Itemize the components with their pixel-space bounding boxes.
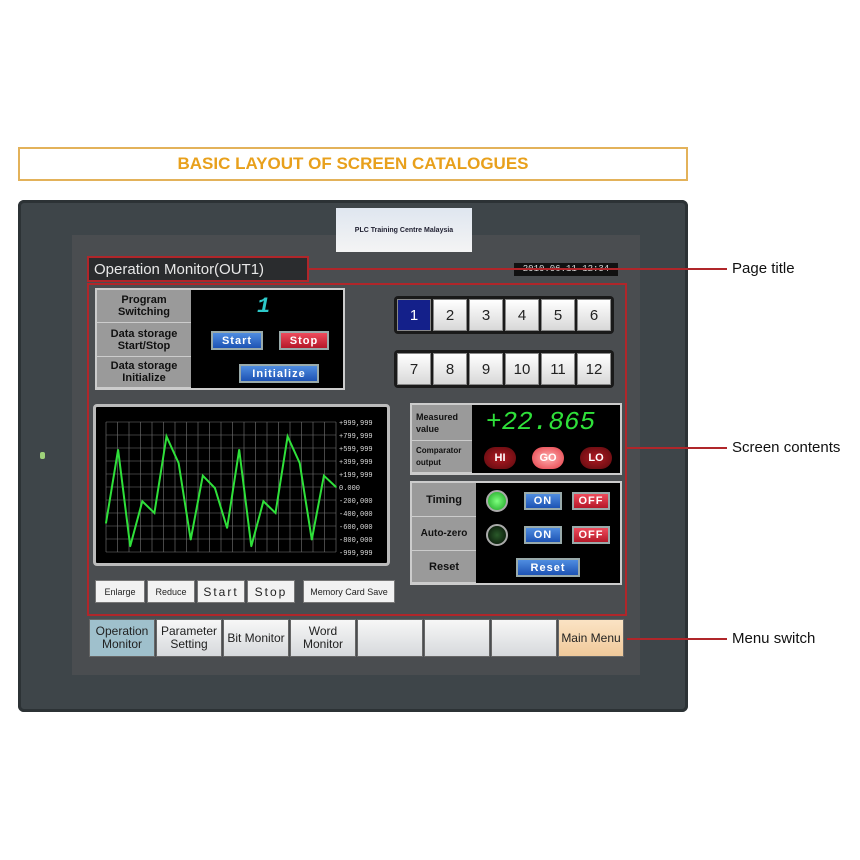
menu-item-empty-5[interactable]	[424, 619, 490, 657]
measured-label: Measured value	[412, 405, 472, 441]
program-button-8[interactable]: 8	[433, 353, 467, 385]
menu-switch-pointer	[627, 638, 727, 640]
storage-label: Data storage Start/Stop	[97, 323, 191, 357]
comparator-go: GO	[532, 447, 564, 469]
data-point	[177, 462, 180, 464]
reset-button[interactable]: Reset	[516, 558, 580, 577]
y-tick-label: 0.000	[339, 485, 360, 493]
data-point	[250, 545, 253, 548]
timing-on-button[interactable]: ON	[524, 492, 562, 510]
logo: PLC Training Centre Malaysia	[336, 208, 472, 252]
program-button-7[interactable]: 7	[397, 353, 431, 385]
menu-item-main-menu[interactable]: Main Menu	[558, 619, 624, 657]
control-panel: Timing ON OFF Auto-zero ON OFF Reset Res…	[410, 481, 622, 585]
program-button-1[interactable]: 1	[397, 299, 431, 331]
graph-button-start[interactable]: Start	[197, 580, 245, 603]
data-point	[129, 545, 132, 548]
screen-contents-pointer	[627, 447, 727, 449]
measured-panel: Measured value +22.865 Comparator output…	[410, 403, 622, 475]
data-point	[189, 538, 192, 541]
autozero-label: Auto-zero	[412, 517, 476, 551]
autozero-lamp-icon	[486, 524, 508, 546]
timing-lamp-icon	[486, 490, 508, 512]
trend-chart: +999,999 +799,999 +599,999 +399,999 +199,999…	[105, 420, 373, 558]
program-display[interactable]: 1	[257, 294, 271, 319]
program-button-12[interactable]: 12	[577, 353, 611, 385]
y-tick-label: -200,000	[339, 498, 373, 506]
data-point	[286, 435, 289, 438]
comparator-hi: HI	[484, 447, 516, 469]
y-tick-label: +799,999	[339, 433, 373, 441]
menu-item-empty-4[interactable]	[357, 619, 423, 657]
series-line-measured	[105, 432, 337, 547]
data-point	[117, 448, 119, 451]
reset-label: Reset	[412, 551, 476, 583]
program-button-2[interactable]: 2	[433, 299, 467, 331]
storage-stop-button[interactable]: Stop	[279, 331, 329, 350]
data-point	[202, 474, 204, 477]
y-tick-label: +599,999	[339, 446, 373, 454]
menu-item-parameter-setting[interactable]: Parameter Setting	[156, 619, 222, 657]
y-tick-label: +199,999	[339, 472, 373, 480]
data-point	[335, 486, 337, 488]
y-tick-label: -600,000	[339, 524, 373, 532]
data-point	[214, 487, 216, 489]
data-point	[310, 538, 313, 541]
annotation-screen-contents: Screen contents	[732, 439, 841, 456]
program-button-3[interactable]: 3	[469, 299, 503, 331]
menu-item-word-monitor[interactable]: Word Monitor	[290, 619, 356, 657]
timing-off-button[interactable]: OFF	[572, 492, 610, 510]
data-point	[105, 522, 107, 524]
data-point	[153, 512, 156, 514]
page-title-pointer	[309, 268, 727, 270]
program-button-11[interactable]: 11	[541, 353, 575, 385]
data-point	[238, 448, 240, 451]
data-point	[165, 435, 168, 438]
initialize-button[interactable]: Initialize	[239, 364, 319, 383]
y-tick-label: -999,999	[339, 550, 373, 558]
graph-button-enlarge[interactable]: Enlarge	[95, 580, 145, 603]
data-point	[274, 512, 277, 514]
screen-page-title: Operation Monitor(OUT1)	[87, 256, 309, 282]
data-point	[141, 500, 144, 503]
trend-graph: +999,999 +799,999 +599,999 +399,999 +199,999…	[93, 404, 390, 566]
data-point	[323, 474, 325, 477]
y-tick-label: -800,000	[339, 537, 373, 545]
measured-value: +22.865	[486, 407, 596, 437]
program-button-5[interactable]: 5	[541, 299, 575, 331]
program-button-4[interactable]: 4	[505, 299, 539, 331]
y-tick-label: +999,999	[339, 420, 373, 428]
y-tick-label: -400,000	[339, 511, 373, 519]
autozero-off-button[interactable]: OFF	[572, 526, 610, 544]
program-button-6[interactable]: 6	[577, 299, 611, 331]
program-table: Program Switching 1 Data storage Start/S…	[95, 288, 345, 390]
annotation-page-title: Page title	[732, 260, 795, 277]
annotation-menu-switch: Menu switch	[732, 630, 816, 647]
storage-start-button[interactable]: Start	[211, 331, 263, 350]
power-led	[40, 452, 45, 459]
y-tick-label: +399,999	[339, 459, 373, 467]
menu-item-bit-monitor[interactable]: Bit Monitor	[223, 619, 289, 657]
screen-contents-frame	[87, 283, 627, 616]
autozero-on-button[interactable]: ON	[524, 526, 562, 544]
program-button-9[interactable]: 9	[469, 353, 503, 385]
menu-item-operation-monitor[interactable]: Operation Monitor	[89, 619, 155, 657]
timing-label: Timing	[412, 483, 476, 517]
initialize-label: Data storage Initialize	[97, 357, 191, 388]
data-point	[298, 462, 301, 464]
graph-button-stop[interactable]: Stop	[247, 580, 295, 603]
menu-item-empty-6[interactable]	[491, 619, 557, 657]
data-point	[262, 500, 265, 503]
page-heading: BASIC LAYOUT OF SCREEN CATALOGUES	[18, 147, 688, 181]
comparator-label: Comparator output	[412, 441, 472, 473]
program-button-10[interactable]: 10	[505, 353, 539, 385]
graph-button-reduce[interactable]: Reduce	[147, 580, 195, 603]
data-point	[226, 527, 228, 529]
program-label: Program Switching	[97, 290, 191, 323]
graph-button-memory-card-save[interactable]: Memory Card Save	[303, 580, 395, 603]
comparator-lo: LO	[580, 447, 612, 469]
